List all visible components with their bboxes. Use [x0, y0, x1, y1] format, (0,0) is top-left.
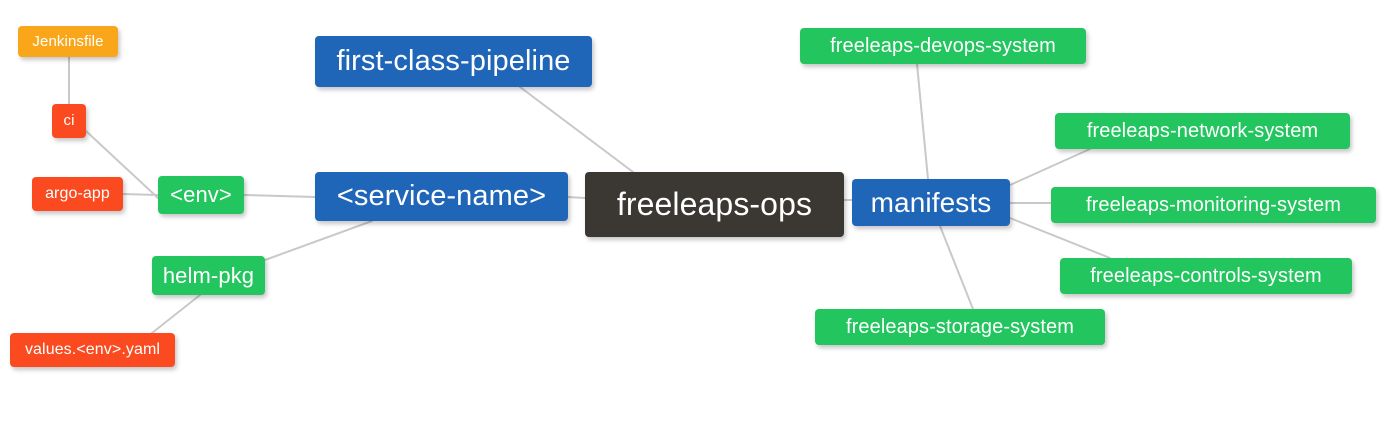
node-env[interactable]: <env> [158, 176, 244, 214]
node-freeleaps-devops-system[interactable]: freeleaps-devops-system [800, 28, 1086, 64]
node-label: freeleaps-ops [616, 185, 813, 222]
node-values-yaml[interactable]: values.<env>.yaml [10, 333, 175, 367]
edge-manifests-to-freeleaps-controls-system [1009, 217, 1111, 259]
node-label: values.<env>.yaml [24, 340, 161, 358]
node-ci[interactable]: ci [52, 104, 86, 138]
node-freeleaps-controls-system[interactable]: freeleaps-controls-system [1060, 258, 1352, 294]
node-label: ci [63, 112, 75, 130]
node-label: freeleaps-network-system [1086, 119, 1319, 142]
node-label: argo-app [45, 184, 110, 202]
edge-env-to-service-name [243, 194, 316, 198]
node-service-name[interactable]: <service-name> [315, 172, 568, 221]
node-argo-app[interactable]: argo-app [32, 177, 123, 211]
edge-manifests-to-freeleaps-storage-system [939, 225, 974, 310]
node-label: first-class-pipeline [336, 45, 571, 78]
node-freeleaps-network-system[interactable]: freeleaps-network-system [1055, 113, 1350, 149]
edge-values-yaml-to-helm-pkg [151, 294, 201, 334]
edge-manifests-to-freeleaps-network-system [1009, 148, 1091, 186]
edge-manifests-to-freeleaps-devops-system [916, 63, 929, 180]
node-label: <service-name> [336, 180, 547, 213]
node-jenkinsfile[interactable]: Jenkinsfile [18, 26, 118, 57]
node-label: <env> [170, 182, 232, 208]
node-freeleaps-ops[interactable]: freeleaps-ops [585, 172, 844, 237]
node-freeleaps-monitoring-system[interactable]: freeleaps-monitoring-system [1051, 187, 1376, 223]
edge-argo-app-to-env [122, 193, 159, 196]
node-freeleaps-storage-system[interactable]: freeleaps-storage-system [815, 309, 1105, 345]
edge-helm-pkg-to-service-name [264, 220, 373, 261]
node-label: freeleaps-monitoring-system [1085, 193, 1341, 216]
edge-service-name-to-freeleaps-ops [567, 196, 586, 199]
node-helm-pkg[interactable]: helm-pkg [152, 256, 265, 295]
node-label: helm-pkg [162, 262, 255, 288]
node-manifests[interactable]: manifests [852, 179, 1010, 226]
node-label: manifests [870, 186, 992, 218]
edge-first-class-pipeline-to-freeleaps-ops [519, 86, 634, 173]
node-label: freeleaps-controls-system [1090, 264, 1322, 287]
node-label: freeleaps-devops-system [830, 34, 1056, 57]
node-label: freeleaps-storage-system [845, 315, 1075, 338]
node-first-class-pipeline[interactable]: first-class-pipeline [315, 36, 592, 87]
node-label: Jenkinsfile [32, 32, 104, 50]
